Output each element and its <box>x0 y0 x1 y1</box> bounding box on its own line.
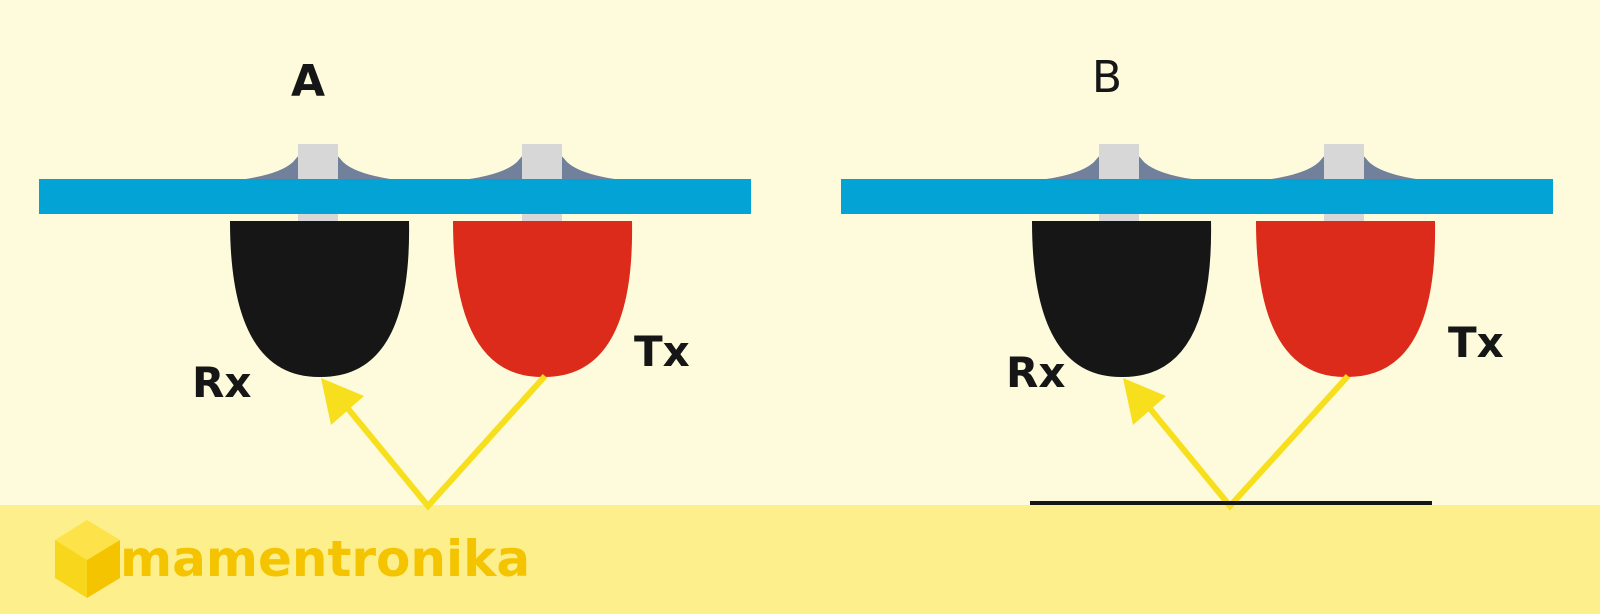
transmitter-label: Tx <box>1448 318 1504 367</box>
transmitter-component <box>1256 221 1436 378</box>
diagram-title: B <box>1092 52 1122 103</box>
light-beam <box>1144 373 1351 511</box>
circuit-board <box>39 179 751 214</box>
receiver-component <box>1032 221 1212 378</box>
beam-arrowhead <box>321 378 364 425</box>
brand-logo: mamentronika <box>55 520 530 598</box>
circuit-board <box>841 179 1553 214</box>
diagram-title: A <box>291 56 325 107</box>
transmitter-label: Tx <box>634 327 690 376</box>
yellow-cube-icon <box>55 520 120 598</box>
diagram-b: B Rx Tx <box>841 52 1553 511</box>
transmitter-component <box>453 221 633 378</box>
receiver-component <box>230 221 410 378</box>
receiver-label: Rx <box>1006 348 1065 397</box>
light-beam <box>342 373 548 511</box>
brand-name: mamentronika <box>120 530 530 588</box>
receiver-label: Rx <box>192 358 251 407</box>
background-bottom-band <box>0 505 1600 614</box>
diagram-a: A Rx Tx <box>39 56 751 511</box>
beam-arrowhead <box>1123 378 1166 425</box>
